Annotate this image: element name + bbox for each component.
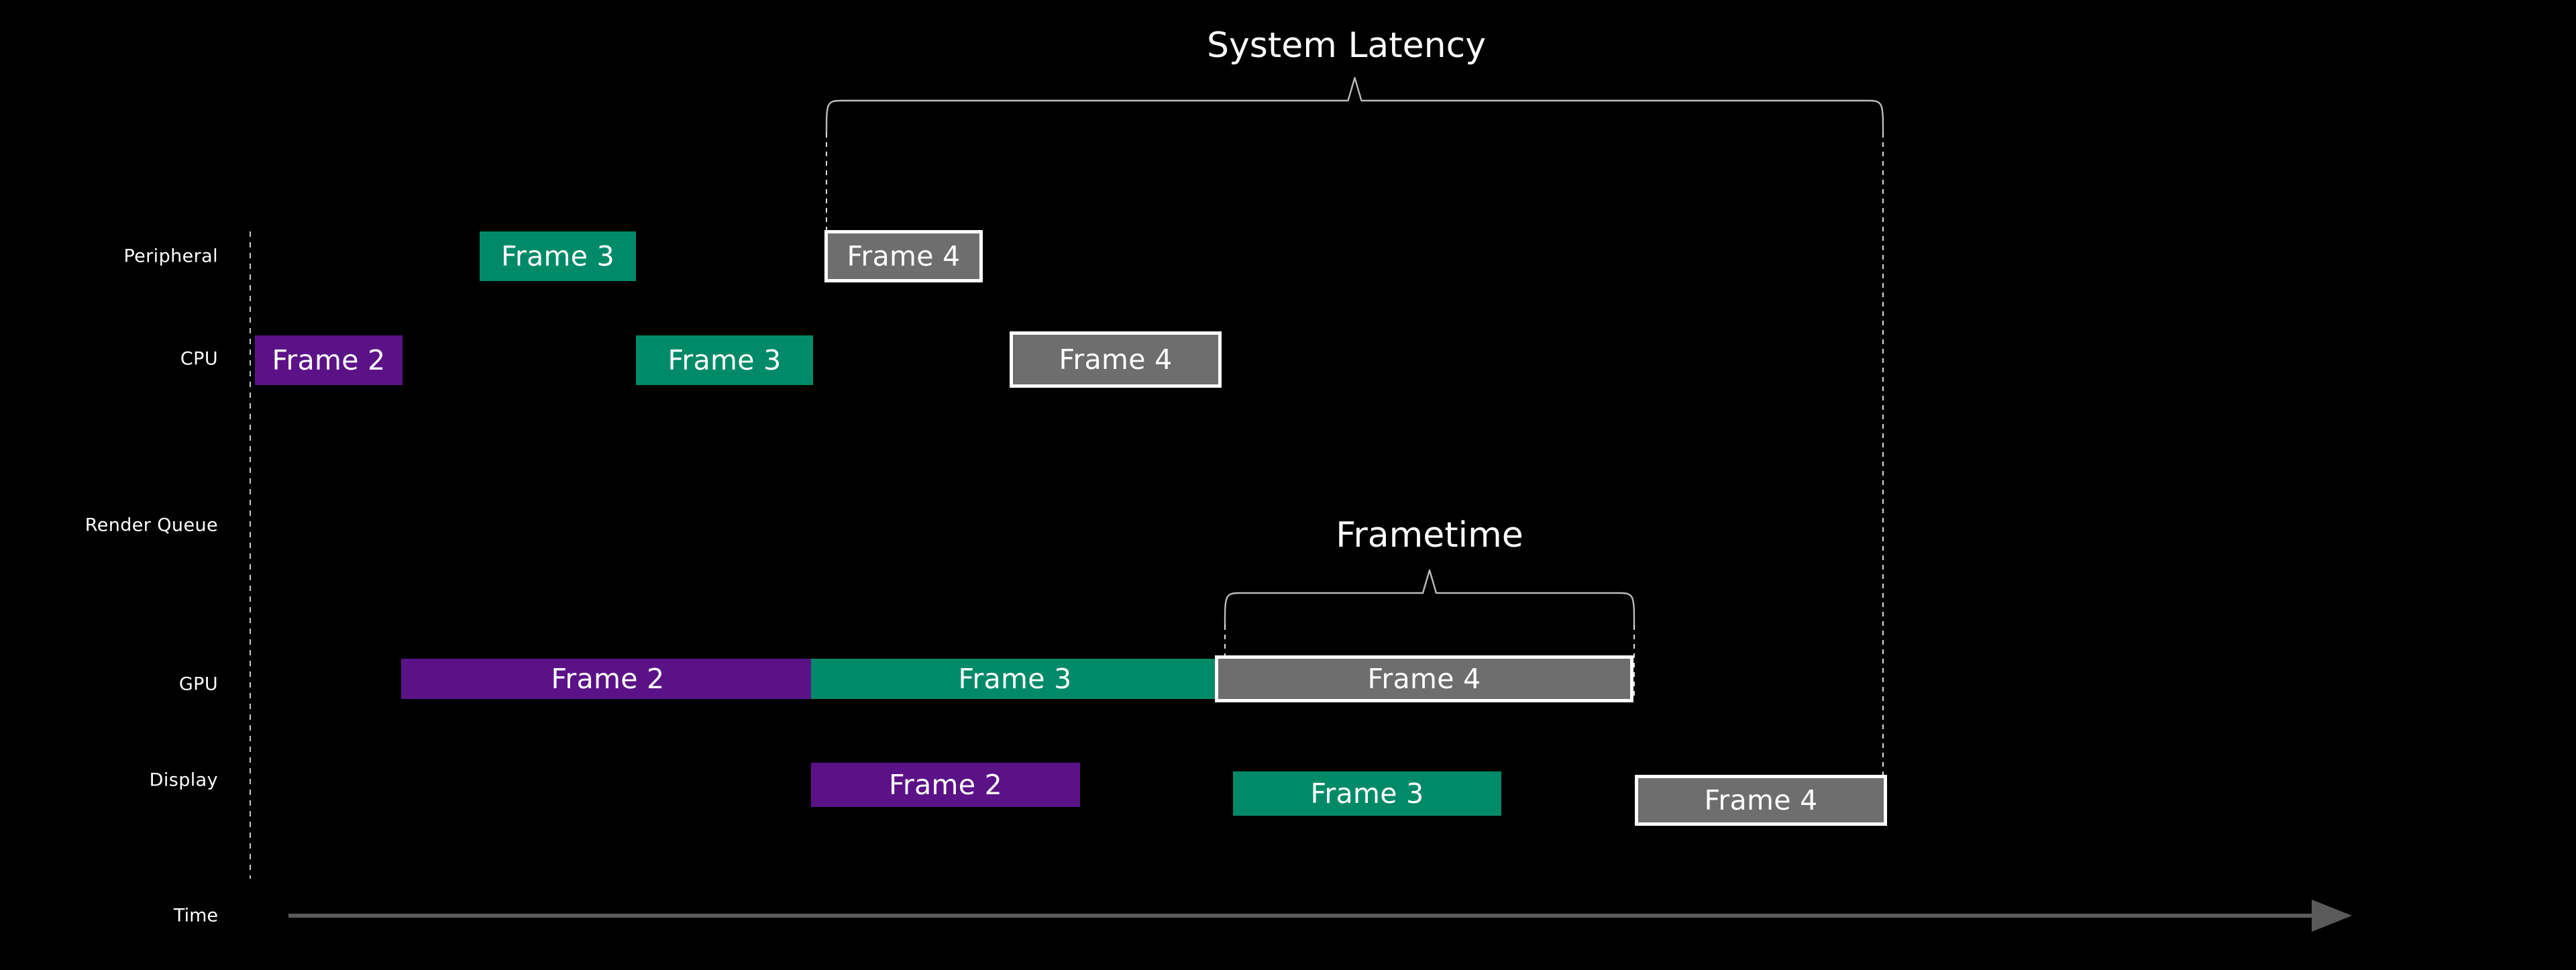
frame-bar-label: Frame 4: [847, 239, 961, 272]
frame-bar-label: Frame 3: [501, 239, 614, 272]
frame-bar-display-frame-4[interactable]: Frame 4: [1635, 775, 1887, 826]
frametime-title: Frametime: [1336, 515, 1523, 555]
frame-bar-label: Frame 2: [272, 343, 386, 376]
frame-bar-label: Frame 2: [551, 662, 665, 695]
frame-bar-peripheral-frame-3[interactable]: Frame 3: [480, 231, 636, 281]
frame-bar-display-frame-3[interactable]: Frame 3: [1233, 771, 1501, 816]
track-label-render-queue: Render Queue: [85, 515, 218, 536]
frame-bar-label: Frame 4: [1059, 343, 1173, 376]
track-label-cpu: CPU: [180, 348, 218, 370]
frame-bar-gpu-frame-4[interactable]: Frame 4: [1215, 655, 1633, 702]
frame-bar-display-frame-2[interactable]: Frame 2: [811, 763, 1080, 807]
track-label-peripheral: Peripheral: [123, 246, 218, 267]
system-latency-title: System Latency: [1207, 25, 1486, 66]
frame-bar-label: Frame 2: [889, 768, 1002, 801]
system-latency-brace: [825, 76, 1884, 135]
frame-bar-cpu-frame-3[interactable]: Frame 3: [636, 335, 813, 385]
track-label-display: Display: [149, 769, 218, 791]
frame-bar-gpu-frame-2[interactable]: Frame 2: [401, 659, 814, 699]
frame-bar-label: Frame 3: [667, 343, 782, 376]
frame-bar-label: Frame 4: [1367, 662, 1481, 695]
frame-bar-cpu-frame-2[interactable]: Frame 2: [255, 335, 402, 385]
frame-bar-label: Frame 3: [958, 662, 1072, 695]
frame-bar-label: Frame 3: [1310, 777, 1424, 810]
frame-bar-peripheral-frame-4[interactable]: Frame 4: [824, 230, 983, 282]
frame-bar-label: Frame 4: [1704, 784, 1818, 816]
frametime-brace: [1224, 569, 1635, 627]
frame-bar-gpu-frame-3[interactable]: Frame 3: [811, 659, 1219, 699]
track-label-gpu: GPU: [178, 673, 218, 695]
frame-bar-cpu-frame-4[interactable]: Frame 4: [1010, 331, 1222, 388]
time-axis-label: Time: [173, 905, 218, 926]
